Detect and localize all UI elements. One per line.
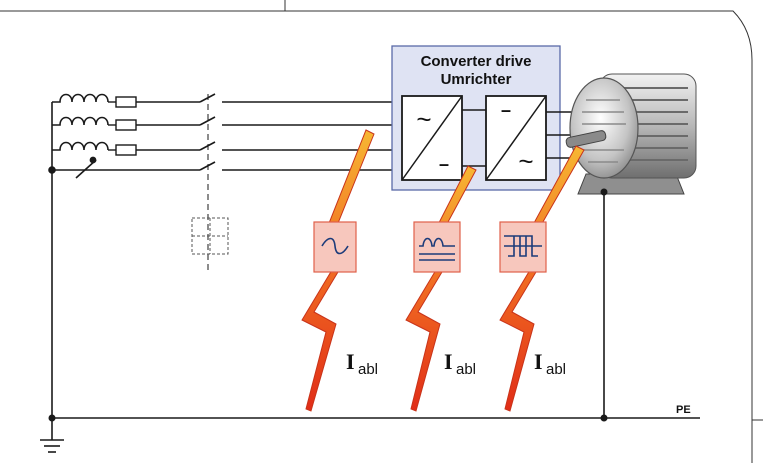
- leakage-symbol-main: I: [444, 349, 453, 374]
- inverter-dc-symbol: –: [501, 100, 511, 120]
- ground-conductor: [40, 170, 700, 453]
- leakage-symbol-sub: abl: [456, 361, 476, 378]
- neutral-wire: [48, 156, 200, 179]
- fuses: [108, 96, 200, 156]
- leakage-symbol-main: I: [534, 349, 543, 374]
- leakage-symbol-main: I: [346, 349, 355, 374]
- rectifier-block: ~ –: [401, 95, 463, 181]
- dc-link: [462, 109, 486, 167]
- switch-actuator: [191, 217, 229, 255]
- rectifier-ac-symbol: ~: [416, 104, 431, 134]
- pe-label: PE: [676, 404, 691, 416]
- waveform-box-sine: [313, 221, 357, 273]
- converter-title-line2: Umrichter: [441, 71, 512, 88]
- ground-nodes: [48, 414, 608, 422]
- waveform-box-rectified: [413, 221, 461, 273]
- supply-inductors: [51, 93, 109, 170]
- motor: [565, 73, 697, 196]
- leakage-label-2: I abl: [444, 349, 476, 378]
- leakage-label-3: I abl: [534, 349, 566, 378]
- inverter-ac-symbol: ~: [518, 146, 533, 176]
- converter-title-line1: Converter drive: [421, 53, 532, 70]
- leakage-symbol-sub: abl: [546, 361, 566, 378]
- main-switch: [199, 93, 392, 270]
- converter-drive: Converter drive Umrichter ~ – – ~: [391, 45, 580, 191]
- leakage-symbol-sub: abl: [358, 361, 378, 378]
- inverter-block: – ~: [485, 95, 547, 181]
- leakage-label-1: I abl: [346, 349, 378, 378]
- waveform-box-pwm: [499, 221, 547, 273]
- rectifier-dc-symbol: –: [439, 154, 449, 174]
